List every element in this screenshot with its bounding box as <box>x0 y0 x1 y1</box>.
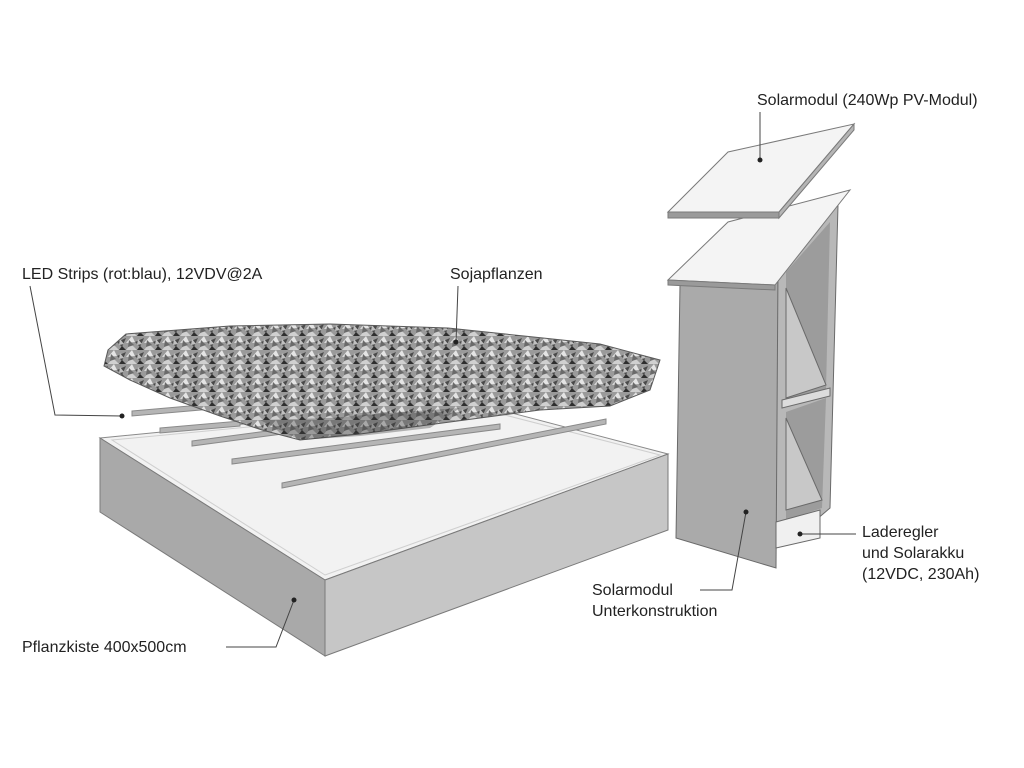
planter-box <box>98 401 670 657</box>
dot-charge-controller <box>797 531 803 537</box>
leader-planter-box <box>226 599 295 648</box>
leader-led-strips <box>29 285 123 417</box>
stand-shelf <box>781 387 831 409</box>
dot-soy-plants <box>453 339 459 345</box>
solar-module-upper <box>666 122 856 220</box>
label-soy-plants: Sojapflanzen <box>450 266 543 283</box>
dot-substructure <box>743 509 749 515</box>
led-strip <box>231 423 501 465</box>
led-strip <box>159 420 241 434</box>
leader-lines <box>29 112 856 648</box>
label-substructure: Solarmodul Unterkonstruktion <box>592 580 717 622</box>
label-charge-controller: Laderegler und Solarakku (12VDC, 230Ah) <box>862 522 979 585</box>
leader-dots <box>119 157 803 603</box>
label-substructure-line1: Solarmodul <box>592 582 673 599</box>
stand-upper-brace <box>785 287 827 399</box>
soy-plants-canopy <box>103 323 661 441</box>
dot-planter-box <box>291 597 297 603</box>
label-planter-box: Pflanzkiste 400x500cm <box>22 639 187 656</box>
planter-box-right-face <box>324 453 669 657</box>
label-led-strips: LED Strips (rot:blau), 12VDV@2A <box>22 266 263 283</box>
solar-module-substructure <box>675 203 839 569</box>
stand-lower-brace <box>785 417 823 511</box>
dot-solar-module <box>757 157 763 163</box>
led-strip <box>281 418 607 489</box>
label-solar-module: Solarmodul (240Wp PV-Modul) <box>757 92 978 109</box>
dot-led-strips <box>119 413 125 419</box>
charge-controller-box <box>775 509 821 549</box>
label-charge-controller-line3: (12VDC, 230Ah) <box>862 566 980 583</box>
label-charge-controller-line1: Laderegler <box>862 524 939 541</box>
leader-soy-plants <box>455 285 459 343</box>
label-charge-controller-line2: und Solarakku <box>862 545 965 562</box>
solar-module-lower <box>666 189 852 291</box>
stand-front-face <box>675 267 779 569</box>
label-substructure-line2: Unterkonstruktion <box>592 603 718 620</box>
leader-substructure <box>700 511 747 591</box>
